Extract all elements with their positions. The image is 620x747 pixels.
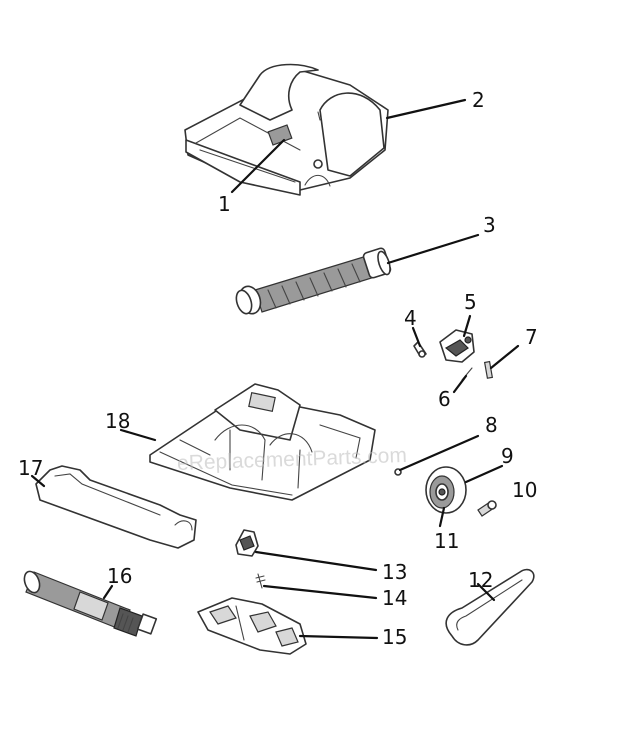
part-hood: [184, 63, 389, 196]
callout-8: 8: [485, 413, 498, 437]
callout-labels: 1 2 3 4 5 6 7 8 9 10 11 12 13 14 15 16 1…: [18, 88, 538, 649]
callout-18: 18: [105, 409, 130, 433]
callout-12: 12: [468, 568, 493, 592]
part-bottom-plate: [197, 597, 307, 655]
part-latch-bracket: [439, 329, 475, 363]
callout-10: 10: [512, 478, 537, 502]
part-pin-7: [483, 360, 494, 379]
callout-9: 9: [501, 444, 514, 468]
callout-16: 16: [107, 564, 132, 588]
callout-17: 17: [18, 456, 43, 480]
callout-14: 14: [382, 586, 407, 610]
part-belt: [445, 568, 535, 646]
callout-2: 2: [472, 88, 485, 112]
part-brush-roll: [23, 570, 158, 637]
callout-3: 3: [483, 213, 496, 237]
part-bumper: [35, 465, 197, 549]
callout-7: 7: [525, 325, 538, 349]
callout-1: 1: [218, 192, 231, 216]
callout-4: 4: [404, 306, 417, 330]
part-hose: [235, 247, 392, 315]
leader-lines: [30, 98, 520, 640]
callout-15: 15: [382, 625, 407, 649]
part-screw-4: [413, 341, 427, 358]
part-wheel: [425, 466, 467, 514]
callout-11: 11: [434, 529, 459, 553]
callout-5: 5: [464, 290, 477, 314]
part-spring-14: [255, 573, 266, 589]
part-screw-10: [477, 500, 497, 517]
part-base-chassis: [149, 383, 376, 501]
callout-13: 13: [382, 560, 407, 584]
callout-6: 6: [438, 387, 451, 411]
part-pedal-13: [235, 529, 259, 557]
